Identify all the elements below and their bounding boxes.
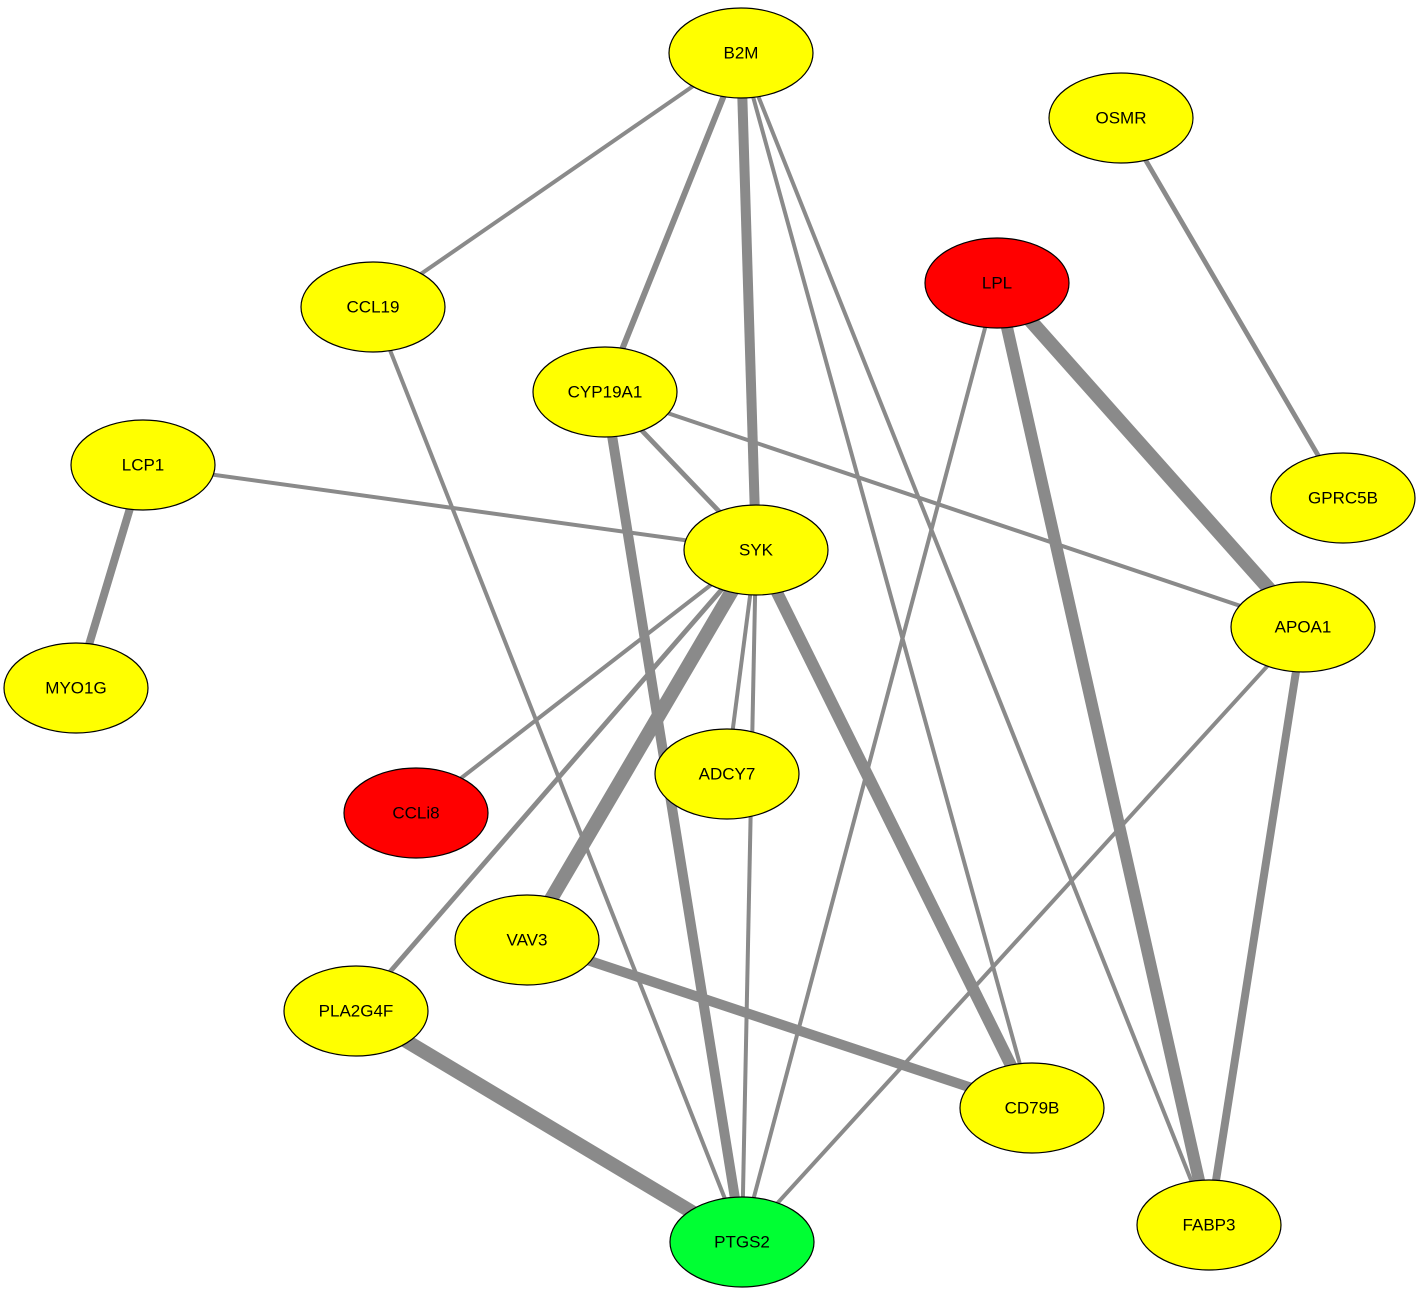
node-label: CCLi8 (392, 804, 439, 823)
node-ellipse (683, 504, 829, 596)
node-ellipse (1230, 581, 1376, 673)
node-ellipse (532, 346, 678, 438)
node-ellipse (959, 1062, 1105, 1154)
edge-b2m-cyp19a1 (602, 51, 744, 394)
node-ellipse (343, 767, 489, 859)
node-ellipse (924, 237, 1070, 329)
edge-b2m-fabp3 (739, 52, 1211, 1226)
node-label: APOA1 (1275, 618, 1332, 637)
node-syk[interactable]: SYK (683, 504, 829, 596)
node-b2m[interactable]: B2M (668, 7, 814, 99)
edge-layer (72, 51, 1346, 1249)
edge-lpl-apoa1 (991, 278, 1309, 632)
node-lcp1[interactable]: LCP1 (70, 419, 216, 511)
node-label: B2M (724, 44, 759, 63)
node-myo1g[interactable]: MYO1G (3, 642, 149, 734)
edge-syk-cd79b (750, 547, 1038, 1111)
edge-lpl-fabp3 (991, 281, 1215, 1227)
node-label: MYO1G (45, 679, 106, 698)
node-lpl[interactable]: LPL (924, 237, 1070, 329)
node-ellipse (669, 1196, 815, 1288)
edge-lcp1-syk (142, 463, 757, 552)
edge-apoa1-ptgs2 (740, 625, 1305, 1244)
edge-vav3-cd79b (525, 935, 1034, 1113)
node-ellipse (1270, 452, 1416, 544)
edge-syk-ptgs2 (740, 549, 758, 1243)
node-fabp3[interactable]: FABP3 (1136, 1179, 1282, 1271)
edge-ccl19-ptgs2 (371, 306, 744, 1243)
edge-pla2g4f-ptgs2 (352, 1004, 746, 1249)
node-ellipse (1136, 1179, 1282, 1271)
edge-b2m-syk (736, 52, 761, 551)
node-ellipse (668, 7, 814, 99)
node-label: LPL (982, 274, 1012, 293)
node-ccli8[interactable]: CCLi8 (343, 767, 489, 859)
node-label: VAV3 (507, 931, 548, 950)
node-pla2g4f[interactable]: PLA2G4F (283, 965, 429, 1057)
node-label: ADCY7 (699, 765, 756, 784)
node-label: SYK (739, 541, 774, 560)
node-vav3[interactable]: VAV3 (454, 894, 600, 986)
edge-osmr-gprc5b (1118, 116, 1346, 500)
node-ellipse (654, 728, 800, 820)
node-label: CCL19 (347, 298, 400, 317)
node-ellipse (283, 965, 429, 1057)
node-ellipse (1048, 72, 1194, 164)
edge-cyp19a1-apoa1 (604, 390, 1304, 629)
node-ellipse (70, 419, 216, 511)
edge-b2m-cd79b (739, 52, 1034, 1109)
node-apoa1[interactable]: APOA1 (1230, 581, 1376, 673)
edge-syk-vav3 (520, 546, 763, 944)
node-ellipse (300, 261, 446, 353)
node-ellipse (3, 642, 149, 734)
node-label: CD79B (1005, 1099, 1060, 1118)
node-ccl19[interactable]: CCL19 (300, 261, 446, 353)
edge-syk-ccli8 (414, 548, 758, 815)
node-ellipse (454, 894, 600, 986)
node-label: PLA2G4F (319, 1002, 394, 1021)
edge-syk-pla2g4f (354, 548, 758, 1013)
edge-apoa1-fabp3 (1205, 626, 1307, 1226)
node-gprc5b[interactable]: GPRC5B (1270, 452, 1416, 544)
node-label: CYP19A1 (568, 383, 643, 402)
node-osmr[interactable]: OSMR (1048, 72, 1194, 164)
node-label: GPRC5B (1308, 489, 1378, 508)
node-label: PTGS2 (714, 1233, 770, 1252)
edge-lpl-ptgs2 (740, 282, 999, 1243)
node-cyp19a1[interactable]: CYP19A1 (532, 346, 678, 438)
node-cd79b[interactable]: CD79B (959, 1062, 1105, 1154)
edge-b2m-ccl19 (371, 51, 743, 309)
node-label: OSMR (1096, 109, 1147, 128)
node-ptgs2[interactable]: PTGS2 (669, 1196, 815, 1288)
node-adcy7[interactable]: ADCY7 (654, 728, 800, 820)
node-label: FABP3 (1183, 1216, 1236, 1235)
node-label: LCP1 (122, 456, 165, 475)
